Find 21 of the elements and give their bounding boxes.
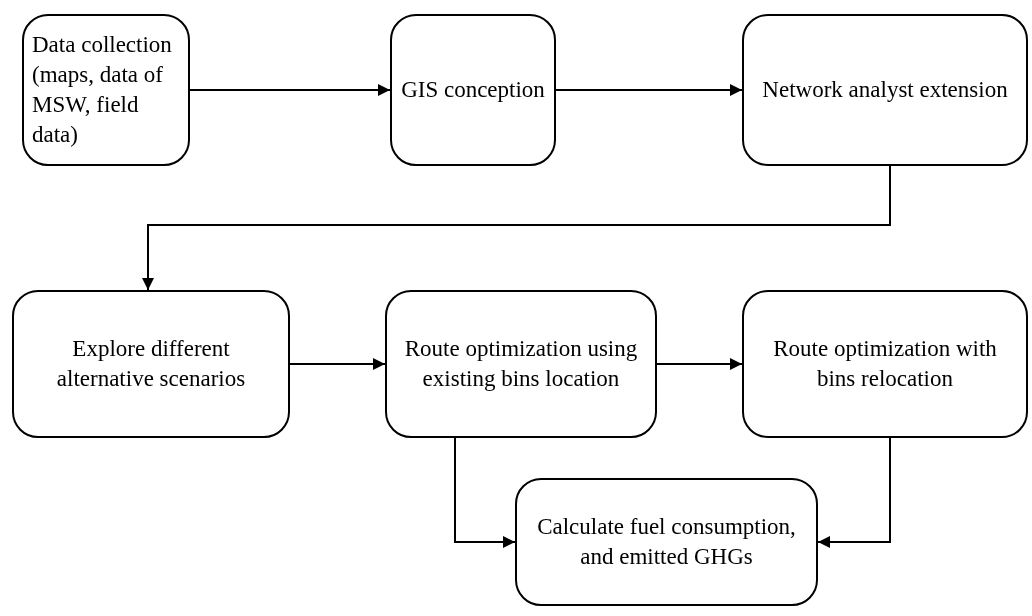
box-label: Data collection (maps, data of MSW, field data) (32, 31, 173, 149)
box-label: GIS conception (401, 76, 545, 105)
box-label: Explore different alternative scenarios (55, 335, 247, 393)
box-label: Calculate fuel consumption, and emitted GHGs (536, 513, 797, 571)
process-box (12, 290, 290, 438)
arrow (555, 84, 743, 96)
arrow (189, 84, 391, 96)
arrow (454, 437, 516, 548)
process-box (742, 14, 1028, 166)
arrow (289, 358, 386, 370)
process-box (390, 14, 556, 166)
process-box (742, 290, 1028, 438)
process-box (385, 290, 657, 438)
arrow (817, 437, 891, 548)
box-label: Network analyst extension (762, 76, 1008, 105)
arrow (142, 165, 891, 291)
arrow (656, 358, 743, 370)
process-box (515, 478, 818, 606)
box-label: Route optimization using existing bins location (403, 335, 639, 393)
process-box (22, 14, 190, 166)
box-label: Route optimization with bins relocation (772, 335, 998, 393)
